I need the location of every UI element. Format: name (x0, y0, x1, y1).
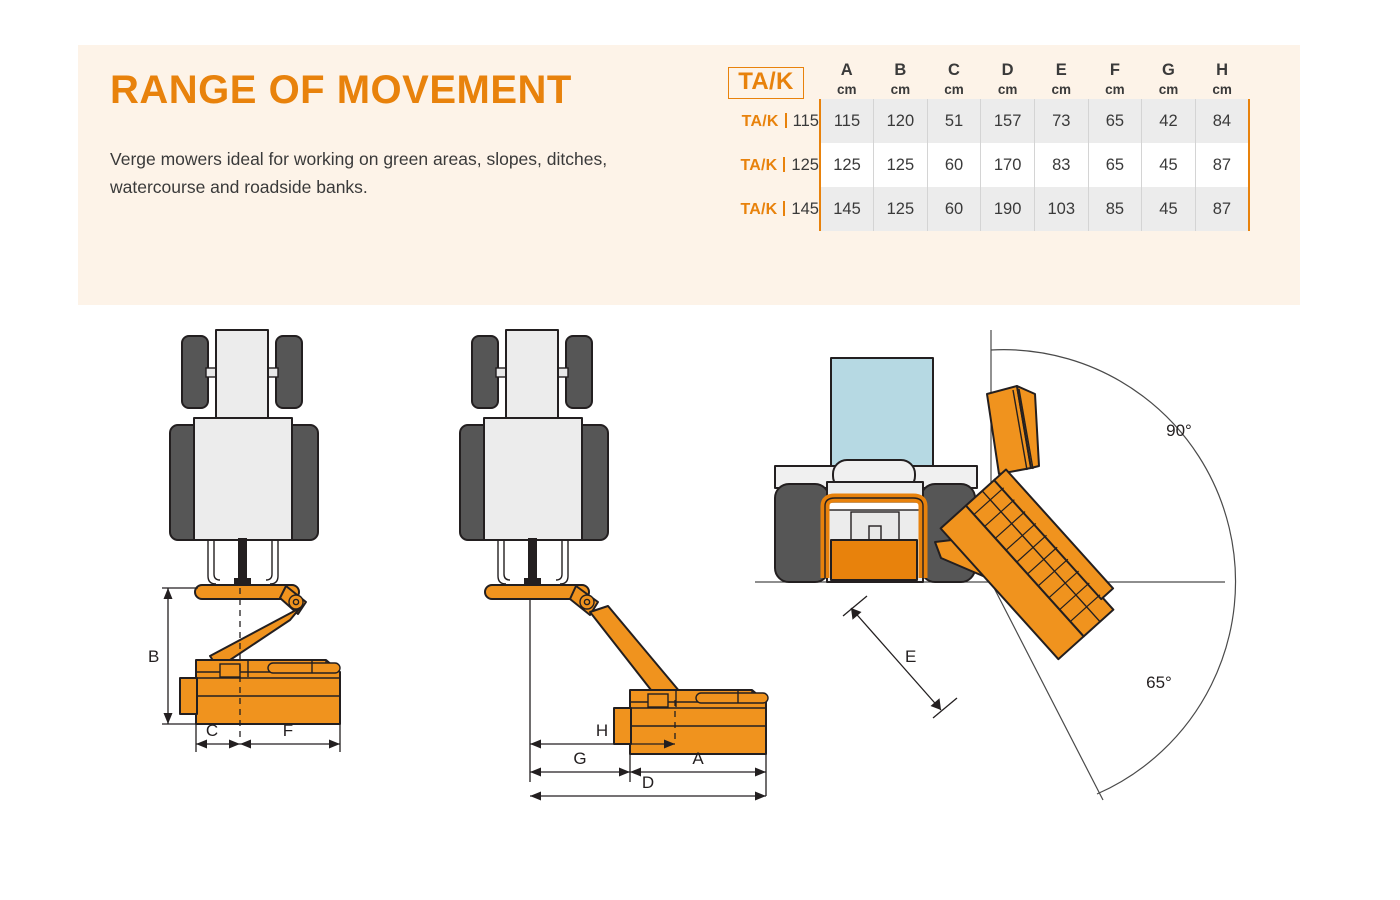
diagram-rear-view-extended: H G A D (430, 320, 769, 820)
column-header-g: G cm (1142, 60, 1196, 99)
column-header-c: C cm (927, 60, 981, 99)
cell-145-e: 103 (1033, 187, 1089, 231)
column-unit-g: cm (1158, 82, 1179, 97)
page-subtitle: Verge mowers ideal for working on green … (110, 149, 608, 197)
row-size-145: 145 (791, 199, 819, 218)
row-size-115: 115 (792, 111, 819, 130)
cell-115-c: 51 (926, 99, 981, 143)
spec-table-header-row: TA/K A cm B cm C cm D (712, 60, 1249, 99)
cell-145-g: 45 (1141, 187, 1196, 231)
dimension-label-f: F (283, 721, 293, 740)
cell-145-d: 190 (980, 187, 1035, 231)
row-divider-bar (783, 156, 786, 172)
diagram-rear-view-folded: B C F (140, 320, 390, 790)
column-unit-a: cm (837, 82, 857, 97)
column-header-b: B cm (874, 60, 928, 99)
angle-label-90: 90° (1166, 421, 1192, 440)
column-header-a: A cm (820, 60, 874, 99)
row-label-145: TA/K 145 (712, 187, 820, 231)
table-row: TA/K 125 125 125 60 170 83 65 45 87 (712, 143, 1250, 187)
cell-125-f: 65 (1087, 143, 1142, 187)
column-unit-d: cm (997, 82, 1018, 97)
column-unit-c: cm (944, 82, 964, 97)
column-letter-b: B (894, 61, 907, 79)
cell-115-e: 73 (1033, 99, 1089, 143)
column-header-h: H cm (1195, 60, 1249, 99)
cell-125-g: 45 (1141, 143, 1196, 187)
column-letter-h: H (1216, 61, 1229, 79)
row-model-145: TA/K (740, 200, 778, 218)
dimension-label-a: A (692, 749, 704, 768)
row-label-115: TA/K 115 (712, 99, 820, 143)
dimension-label-e: E (905, 647, 916, 666)
angle-label-65: 65° (1146, 673, 1172, 692)
diagram-front-view-angle-range: E 90° 65° (755, 320, 1255, 820)
cell-115-a: 115 (818, 99, 874, 143)
row-size-125: 125 (791, 155, 819, 174)
cell-125-a: 125 (818, 143, 874, 187)
spec-table-wrapper: TA/K A cm B cm C cm D (712, 60, 1250, 250)
dimension-label-d: D (642, 773, 654, 792)
dimension-label-h: H (596, 721, 608, 740)
page-title: RANGE OF MOVEMENT (110, 68, 572, 112)
cell-125-h: 87 (1194, 143, 1250, 187)
cell-145-h: 87 (1194, 187, 1250, 231)
cell-125-d: 170 (980, 143, 1035, 187)
column-letter-f: F (1109, 61, 1120, 79)
column-header-e: E cm (1034, 60, 1088, 99)
row-model-125: TA/K (740, 156, 778, 174)
column-unit-e: cm (1051, 82, 1071, 97)
spec-table-badge-cell: TA/K (712, 60, 820, 99)
spec-table-badge: TA/K (728, 67, 804, 99)
column-header-d: D cm (981, 60, 1035, 99)
cell-115-b: 120 (873, 99, 928, 143)
cell-145-f: 85 (1087, 187, 1142, 231)
cell-125-b: 125 (873, 143, 928, 187)
dimension-label-b: B (148, 647, 159, 666)
row-divider-bar (784, 112, 787, 128)
dimension-label-g: G (573, 749, 586, 768)
cell-115-f: 65 (1087, 99, 1142, 143)
column-unit-h: cm (1212, 82, 1232, 97)
row-divider-bar (783, 200, 786, 216)
spec-table: TA/K A cm B cm C cm D (712, 60, 1250, 231)
column-letter-a: A (840, 61, 853, 79)
cell-145-a: 145 (818, 187, 874, 231)
row-label-125: TA/K 125 (712, 143, 820, 187)
cell-145-c: 60 (926, 187, 981, 231)
cell-125-c: 60 (926, 143, 981, 187)
dimension-label-c: C (206, 721, 218, 740)
cell-125-e: 83 (1033, 143, 1089, 187)
row-model-115: TA/K (741, 112, 779, 130)
column-letter-c: C (948, 61, 960, 79)
column-letter-d: D (1001, 61, 1014, 79)
column-unit-b: cm (890, 82, 911, 97)
cell-115-d: 157 (980, 99, 1035, 143)
column-header-f: F cm (1088, 60, 1142, 99)
cell-115-h: 84 (1194, 99, 1250, 143)
column-unit-f: cm (1105, 82, 1125, 97)
column-letter-e: E (1055, 61, 1067, 79)
table-row: TA/K 145 145 125 60 190 103 85 45 87 (712, 187, 1250, 231)
column-letter-g: G (1162, 61, 1175, 79)
cell-115-g: 42 (1141, 99, 1196, 143)
table-row: TA/K 115 115 120 51 157 73 65 42 84 (712, 99, 1250, 143)
cell-145-b: 125 (873, 187, 928, 231)
